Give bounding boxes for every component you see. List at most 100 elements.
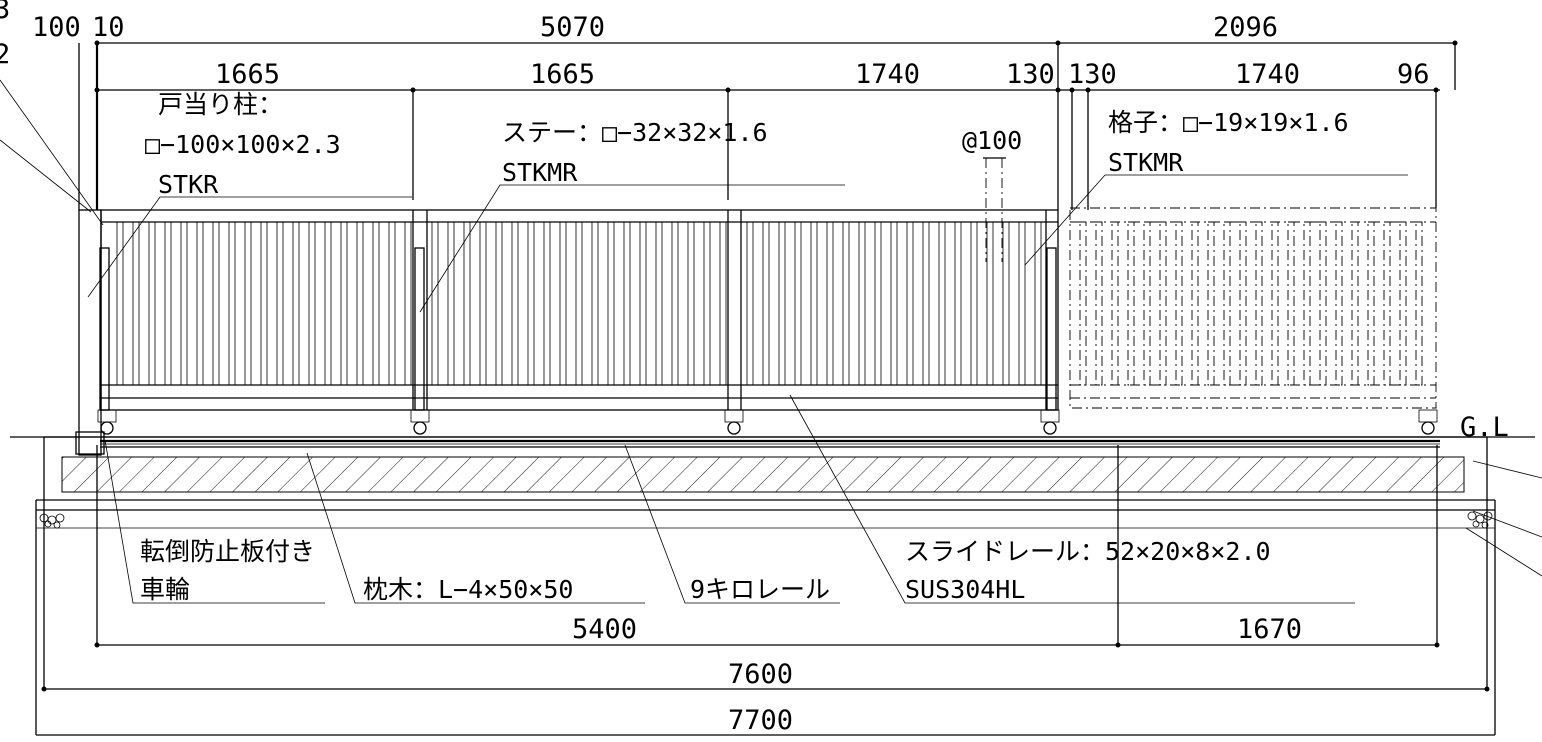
lattice-bars-panel-3 bbox=[746, 221, 1042, 386]
concrete-foundation-hatch bbox=[61, 456, 1465, 493]
dim-5070: 5070 bbox=[540, 12, 605, 43]
lattice-bar bbox=[1111, 221, 1119, 386]
lattice-bar bbox=[826, 221, 834, 386]
lattice-bar bbox=[746, 221, 754, 386]
wheel bbox=[413, 421, 427, 435]
lattice-bar bbox=[372, 221, 380, 386]
gate-frame bbox=[75, 209, 1059, 456]
lattice-bar bbox=[479, 221, 487, 386]
lattice-bar bbox=[1079, 221, 1087, 386]
lattice-bar bbox=[1319, 221, 1327, 386]
lattice-bar bbox=[388, 221, 396, 386]
lattice-bar bbox=[954, 221, 962, 386]
ground-label: G.L bbox=[1460, 412, 1509, 443]
wheel-group bbox=[97, 409, 1438, 435]
lattice-bar bbox=[1159, 221, 1167, 386]
dim-7600: 7600 bbox=[728, 659, 793, 690]
dim-130-a: 130 bbox=[1006, 59, 1055, 90]
lattice-bar bbox=[308, 221, 316, 386]
gravel-right bbox=[1467, 511, 1493, 529]
dim-1740-b: 1740 bbox=[1235, 59, 1300, 90]
lattice-bar bbox=[180, 221, 188, 386]
post-label-3: STKR bbox=[158, 170, 219, 199]
foundation bbox=[10, 436, 1535, 735]
lattice-bar bbox=[1143, 221, 1151, 386]
lattice-bar bbox=[447, 221, 455, 386]
lattice-bar bbox=[1207, 221, 1215, 386]
lattice-bar bbox=[1175, 221, 1183, 386]
lattice-bar bbox=[276, 221, 284, 386]
lattice-bar bbox=[463, 221, 471, 386]
wheel-label-2: 車輪 bbox=[140, 575, 190, 604]
lattice-bar bbox=[719, 221, 727, 386]
lattice-bar bbox=[1018, 221, 1026, 386]
lattice-bar bbox=[890, 221, 898, 386]
callout-text: 戸当り柱： □−100×100×2.3 STKR ステー：□−32×32×1.6… bbox=[140, 90, 1349, 604]
post-label-1: 戸当り柱： bbox=[158, 90, 283, 119]
dim-96: 96 bbox=[1397, 59, 1430, 90]
post-label-2: □−100×100×2.3 bbox=[145, 130, 341, 159]
lattice-bar bbox=[575, 221, 583, 386]
dim-100: 100 bbox=[32, 12, 81, 43]
lattice-bar bbox=[778, 221, 786, 386]
lattice-bar bbox=[623, 221, 631, 386]
lattice-bar bbox=[431, 221, 439, 386]
lattice-bar bbox=[212, 221, 220, 386]
lattice-label-2: STKMR bbox=[1108, 148, 1184, 177]
lattice-bar bbox=[1383, 221, 1391, 386]
dim-130-b: 130 bbox=[1068, 59, 1117, 90]
lattice-bar bbox=[687, 221, 695, 386]
lattice-bars-panel-2 bbox=[431, 221, 727, 386]
lattice-bar bbox=[938, 221, 946, 386]
lattice-bar bbox=[1223, 221, 1231, 386]
lattice-bar bbox=[404, 221, 412, 386]
dim-1665-a: 1665 bbox=[215, 59, 280, 90]
dim-1670: 1670 bbox=[1237, 614, 1302, 645]
lattice-bar bbox=[1255, 221, 1263, 386]
lattice-bar bbox=[244, 221, 252, 386]
lattice-bar bbox=[132, 221, 140, 386]
lattice-bar bbox=[1287, 221, 1295, 386]
lattice-bars-panel-1 bbox=[116, 221, 412, 386]
lattice-bar bbox=[340, 221, 348, 386]
lattice-bar bbox=[591, 221, 599, 386]
dim-1665-b: 1665 bbox=[530, 59, 595, 90]
lattice-bar bbox=[703, 221, 711, 386]
lattice-bar bbox=[495, 221, 503, 386]
lattice-bar bbox=[1415, 221, 1423, 386]
dim-5400: 5400 bbox=[572, 614, 637, 645]
wheel-bracket bbox=[1418, 409, 1438, 423]
slide-rail-label-1: スライドレール：52×20×8×2.0 bbox=[905, 537, 1271, 566]
lattice-bar bbox=[1351, 221, 1359, 386]
lattice-bar bbox=[1367, 221, 1375, 386]
dim-pitch: @100 bbox=[962, 126, 1022, 155]
lattice-bar bbox=[1335, 221, 1343, 386]
lattice-bar bbox=[196, 221, 204, 386]
lattice-bar bbox=[116, 221, 124, 386]
dim-10: 10 bbox=[92, 12, 125, 43]
wheel-bracket bbox=[724, 409, 744, 423]
stay-label-2: STKMR bbox=[502, 158, 578, 187]
lattice-bar bbox=[970, 221, 978, 386]
wheel-bracket bbox=[1040, 409, 1060, 423]
lattice-bar bbox=[1002, 221, 1010, 386]
leader-lines bbox=[0, 79, 1542, 604]
dim-1740-a: 1740 bbox=[855, 59, 920, 90]
lattice-bar bbox=[260, 221, 268, 386]
lattice-bar bbox=[671, 221, 679, 386]
dim-7700: 7700 bbox=[728, 705, 793, 736]
edge-mark-3: 3 bbox=[0, 0, 10, 25]
stay-label-1: ステー：□−32×32×1.6 bbox=[502, 118, 768, 147]
edge-mark-2: 2 bbox=[0, 39, 10, 70]
lattice-bar bbox=[655, 221, 663, 386]
lattice-bar bbox=[810, 221, 818, 386]
lattice-bar bbox=[511, 221, 519, 386]
wheel bbox=[1421, 421, 1435, 435]
lattice-bar bbox=[1191, 221, 1199, 386]
lattice-bar bbox=[1271, 221, 1279, 386]
lattice-bar bbox=[874, 221, 882, 386]
sleeper-label: 枕木：L−4×50×50 bbox=[363, 575, 573, 604]
lattice-bar bbox=[228, 221, 236, 386]
lattice-bar bbox=[607, 221, 615, 386]
